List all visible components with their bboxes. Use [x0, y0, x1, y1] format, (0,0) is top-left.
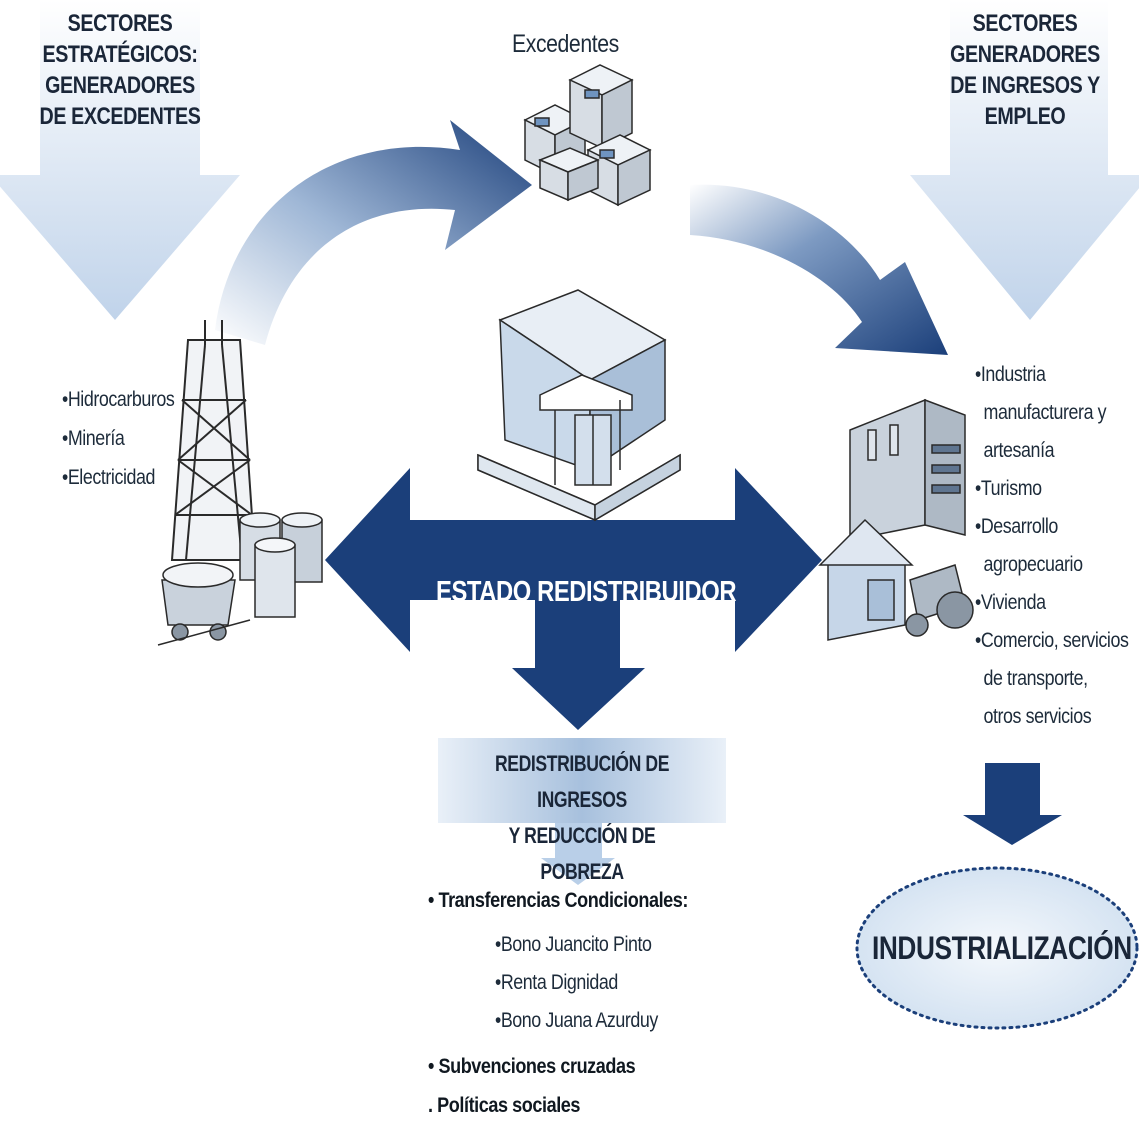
- factory-icon: [849, 398, 966, 541]
- cross-subsidies: • Subvenciones cruzadas: [428, 1055, 636, 1078]
- right-sector-line: artesanía: [983, 439, 1055, 462]
- left-sector-item: •Minería: [62, 427, 125, 450]
- center-down-arrow: [512, 598, 645, 730]
- surplus-label: Excedentes: [512, 30, 619, 58]
- left-header-line: ESTRATÉGICOS:: [42, 41, 198, 68]
- right-sector-line: manufacturera y: [983, 401, 1107, 424]
- left-header-line: DE EXCEDENTES: [39, 103, 201, 130]
- oil-tower-icon: [170, 320, 257, 561]
- right-sector-line: •Vivienda: [975, 591, 1046, 614]
- right-sector-line: agropecuario: [983, 553, 1084, 576]
- barrels-icon: [239, 512, 323, 618]
- transfer-item: •Bono Juana Azurduy: [495, 1009, 658, 1032]
- right-sector-line: •Industria: [975, 363, 1046, 386]
- right-sector-line: otros servicios: [983, 705, 1092, 728]
- policies-down-arrow: [541, 823, 615, 885]
- left-sector-item: •Hidrocarburos: [62, 388, 175, 411]
- right-down-arrow: [910, 0, 1139, 320]
- redistribution-text: REDISTRIBUCIÓN DE INGRESOS Y REDUCCIÓN D…: [438, 746, 726, 890]
- redistribution-line: REDISTRIBUCIÓN DE INGRESOS: [494, 751, 670, 812]
- money-stacks-icon: [523, 64, 652, 207]
- tractor-icon: [905, 564, 974, 637]
- horizontal-double-arrow: [325, 468, 822, 652]
- left-sectors: •Hidrocarburos •Minería •Electricidad: [62, 380, 194, 497]
- transfers-title: • Transferencias Condicionales:: [428, 889, 688, 912]
- left-arc-arrow: [215, 120, 532, 345]
- right-header-line: GENERADORES: [950, 41, 1100, 68]
- right-header-line: SECTORES: [972, 10, 1078, 37]
- left-down-arrow: [0, 0, 240, 320]
- right-arc-arrow: [690, 184, 948, 355]
- right-sector-line: de transporte,: [983, 667, 1089, 690]
- right-sector-line: •Desarrollo: [975, 515, 1058, 538]
- transfer-item: •Bono Juancito Pinto: [495, 933, 652, 956]
- left-header-line: GENERADORES: [45, 72, 195, 99]
- redistribution-line: Y REDUCCIÓN DE POBREZA: [508, 823, 656, 884]
- right-header-line: EMPLEO: [984, 103, 1066, 130]
- transfers-list: •Bono Juancito Pinto •Renta Dignidad •Bo…: [495, 926, 687, 1040]
- mine-cart-icon: [157, 562, 251, 646]
- social-policies: . Políticas sociales: [428, 1094, 581, 1117]
- left-sector-item: •Electricidad: [62, 466, 155, 489]
- bank-building-icon: [477, 289, 681, 522]
- right-header-line: DE INGRESOS Y: [950, 72, 1100, 99]
- right-sector-line: •Turismo: [975, 477, 1042, 500]
- left-header: SECTORES ESTRATÉGICOS: GENERADORES DE EX…: [38, 8, 202, 132]
- left-header-line: SECTORES: [67, 10, 173, 37]
- house-icon: [818, 518, 914, 641]
- right-sector-line: •Comercio, servicios: [975, 629, 1129, 652]
- right-sectors: •Industria manufacturera y artesanía •Tu…: [975, 356, 1139, 736]
- center-label: ESTADO REDISTRIBUIDOR: [436, 576, 737, 608]
- right-header: SECTORES GENERADORES DE INGRESOS Y EMPLE…: [939, 8, 1111, 132]
- industrialization-label: INDUSTRIALIZACIÓN: [872, 930, 1132, 966]
- transfer-item: •Renta Dignidad: [495, 971, 618, 994]
- redistribution-box: [438, 738, 726, 823]
- industrialization-oval: [855, 866, 1139, 1030]
- industrialization-arrow: [963, 763, 1062, 845]
